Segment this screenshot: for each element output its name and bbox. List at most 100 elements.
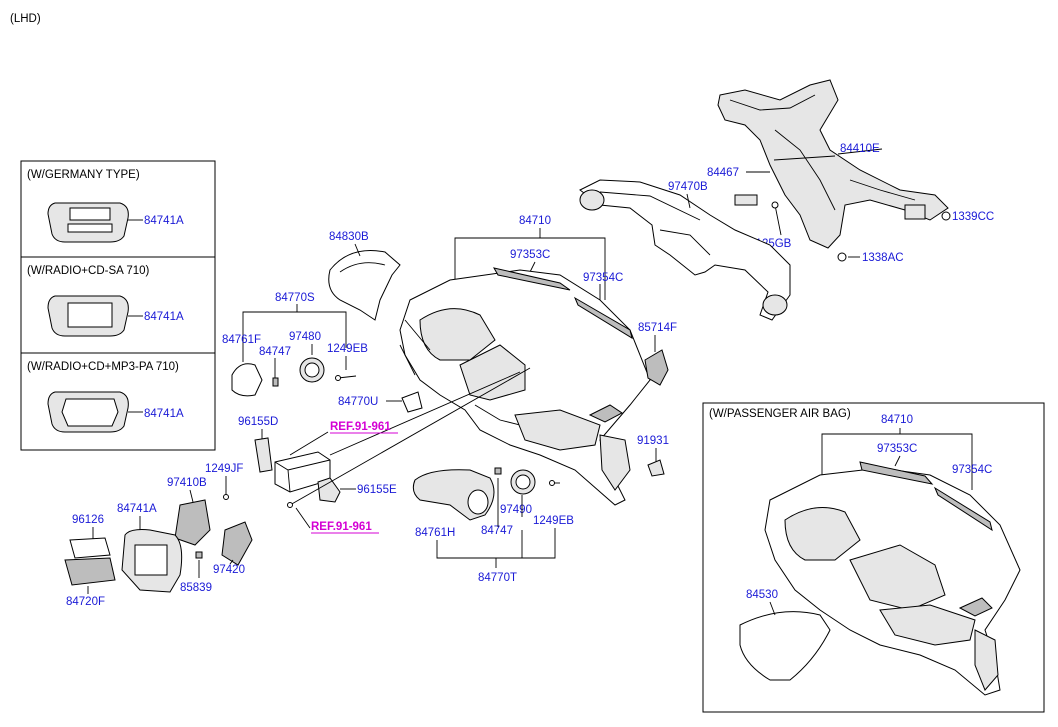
part-label-84530: 84530	[746, 589, 778, 601]
ref-link-lower[interactable]: REF.91-961	[311, 521, 372, 533]
defrost-grille-left	[493, 267, 571, 291]
upper-pocket	[459, 344, 526, 401]
part-label-84770T: 84770T	[478, 572, 517, 584]
part-label-85714F: 85714F	[638, 322, 677, 334]
cover-84761F	[231, 363, 263, 397]
duct-outlet	[762, 294, 788, 316]
bracket-91931	[647, 459, 665, 477]
clip-84747	[272, 377, 279, 387]
part-label-84467: 84467	[707, 167, 739, 179]
defrost-grille-right	[933, 486, 993, 532]
airbag-door-84530	[739, 611, 831, 681]
cowl-cross-bar	[717, 79, 949, 249]
defrost-grille-right	[573, 296, 633, 340]
part-label-97354C-inset: 97354C	[952, 464, 992, 476]
defrost-grille-left	[859, 461, 934, 485]
bracket	[734, 194, 758, 206]
duct-outlet	[579, 189, 605, 211]
nut	[837, 252, 847, 262]
cluster-facia-84830B	[328, 249, 401, 321]
side-bracket	[974, 629, 999, 691]
defroster-duct-body	[579, 179, 791, 321]
clip-84747	[494, 467, 502, 475]
part-label-84761F: 84761F	[222, 334, 261, 346]
screw-1249EB	[549, 480, 555, 486]
part-label-97420: 97420	[213, 564, 245, 576]
cowl-cross-bar-assembly	[717, 79, 951, 262]
center-vent-area	[514, 409, 601, 451]
part-label-84770S: 84770S	[275, 292, 315, 304]
part-label-1249EB-upper: 1249EB	[327, 343, 368, 355]
part-label-84410E: 84410E	[840, 143, 880, 155]
part-label-97490: 97490	[500, 504, 532, 516]
part-label-97410B: 97410B	[167, 477, 207, 489]
variant-radio-cd-mp3-pa710: (W/RADIO+CD+MP3-PA 710) 84741A	[27, 361, 184, 433]
ref-link-upper[interactable]: REF.91-961	[330, 421, 391, 433]
variant-inset-frame	[20, 160, 216, 451]
vent-97480	[299, 357, 325, 383]
part-label-97354C: 97354C	[583, 272, 623, 284]
part-label-97353C: 97353C	[510, 249, 550, 261]
part-label-84747-lower: 84747	[481, 525, 513, 537]
lhd-label: (LHD)	[10, 13, 41, 25]
part-label: 84741A	[144, 311, 184, 323]
side-vent	[588, 404, 623, 423]
variant-radio-cd-sa710: (W/RADIO+CD-SA 710) 84741A	[27, 265, 184, 337]
variant-caption: (W/RADIO+CD+MP3-PA 710)	[27, 361, 179, 373]
fascia-display	[61, 398, 119, 427]
airbag-inset-frame	[702, 402, 1045, 713]
fascia-display	[67, 302, 113, 328]
side-vent	[958, 597, 993, 617]
cluster-opening	[419, 308, 496, 361]
cluster-facia-body	[328, 249, 401, 321]
side-bracket	[599, 434, 631, 491]
bracket-96155D	[254, 437, 273, 473]
part-label-1338AC: 1338AC	[862, 252, 904, 264]
variant-caption: (W/GERMANY TYPE)	[27, 169, 140, 181]
part-label-84720F: 84720F	[66, 596, 105, 608]
tray-84720F	[64, 557, 116, 586]
screw-1249EB	[335, 375, 341, 381]
vent-97410B	[174, 499, 211, 546]
part-label-84741A: 84741A	[117, 503, 157, 515]
side-cover-85714F	[644, 349, 669, 386]
variant-caption: (W/RADIO+CD-SA 710)	[27, 265, 150, 277]
airbag-inset-caption: (W/PASSENGER AIR BAG)	[709, 408, 851, 420]
clip-85839	[195, 551, 203, 559]
part-label-97353C-inset: 97353C	[877, 443, 917, 455]
crash-pad-airbag	[764, 461, 1021, 696]
part-label-84761H: 84761H	[415, 527, 455, 539]
part-label: 84741A	[144, 215, 184, 227]
part-label-96155D: 96155D	[238, 416, 278, 428]
part-label-91931: 91931	[637, 435, 669, 447]
part-label-97470B: 97470B	[668, 181, 708, 193]
fascia-display	[69, 207, 111, 221]
part-label-84770U: 84770U	[338, 396, 378, 408]
cover-96126	[69, 537, 111, 559]
part-label-96155E: 96155E	[357, 484, 397, 496]
variant-inset: (W/GERMANY TYPE) 84741A (W/RADIO+CD-SA 7…	[20, 160, 216, 451]
variant-germany-type: (W/GERMANY TYPE) 84741A	[27, 169, 184, 243]
part-label-1249JF: 1249JF	[205, 463, 243, 475]
part-label-84710-inset: 84710	[881, 414, 913, 426]
part-label-85839: 85839	[180, 582, 212, 594]
crash-pad-main	[399, 267, 651, 506]
bracket	[904, 204, 926, 220]
defroster-duct	[579, 179, 791, 321]
part-label-84830B: 84830B	[329, 231, 369, 243]
bracket-96155E	[317, 477, 341, 503]
fascia-display	[134, 544, 168, 576]
nut	[941, 211, 951, 221]
vent-97490	[510, 469, 536, 495]
part-label: 84741A	[144, 408, 184, 420]
part-label-97480: 97480	[289, 331, 321, 343]
part-label-1249EB-lower: 1249EB	[533, 515, 574, 527]
vent-97420	[221, 521, 253, 566]
part-label-96126: 96126	[72, 514, 104, 526]
cover-84770U	[401, 391, 423, 413]
center-vent-area	[879, 604, 976, 646]
cluster-opening	[784, 507, 861, 561]
part-label-84710: 84710	[519, 215, 551, 227]
part-label-1339CC: 1339CC	[952, 211, 994, 223]
